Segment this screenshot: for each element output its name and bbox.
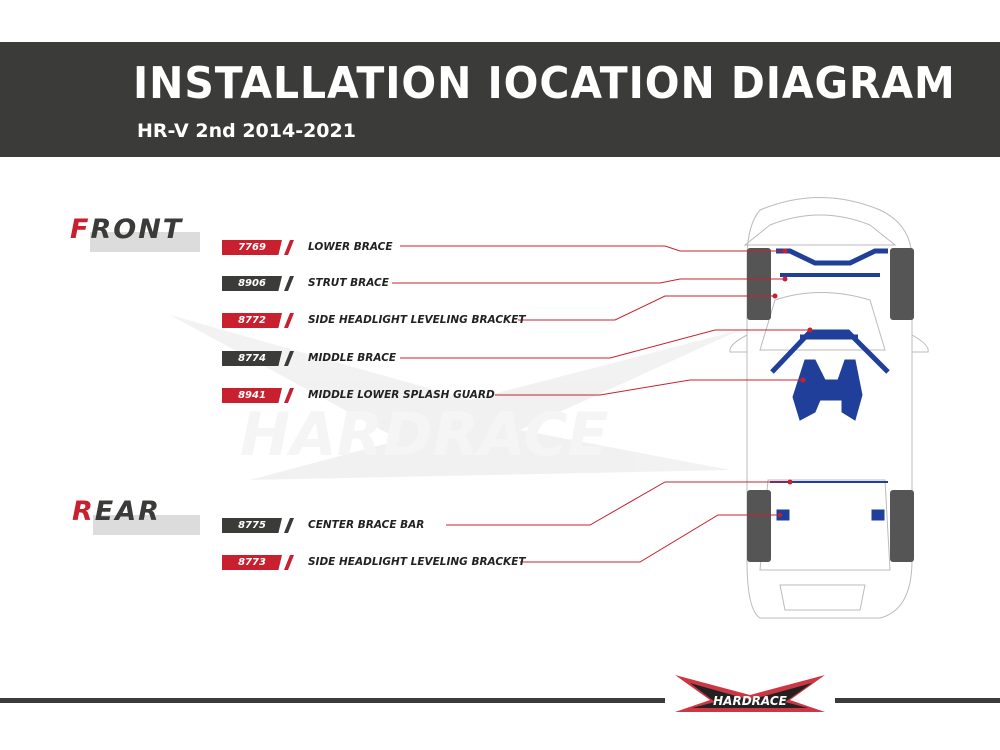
footer-line-left — [0, 698, 665, 703]
part-label: MIDDLE BRACE — [308, 352, 397, 364]
lower-brace-part — [776, 248, 888, 266]
part-code-badge: 8775 — [222, 518, 282, 533]
part-label: SIDE HEADLIGHT LEVELING BRACKET — [308, 314, 526, 326]
part-label: SIDE HEADLIGHT LEVELING BRACKET — [308, 556, 526, 568]
splash-guard-part — [792, 359, 863, 421]
page-title: INSTALLATION IOCATION DIAGRAM — [133, 58, 956, 109]
vehicle-subtitle: HR-V 2nd 2014-2021 — [137, 120, 356, 142]
wheel-rear-left — [747, 490, 771, 562]
rear-heading: REAR — [72, 496, 161, 527]
front-heading: FRONT — [70, 214, 184, 245]
part-code-badge: 8773 — [222, 555, 282, 570]
part-code-badge: 8906 — [222, 276, 282, 291]
footer-line-right — [835, 698, 1000, 703]
part-code-badge: 8772 — [222, 313, 282, 328]
wheel-front-left — [747, 248, 771, 320]
svg-text:HARDRACE: HARDRACE — [240, 400, 608, 470]
slash-icon — [284, 555, 294, 570]
slash-icon — [284, 276, 294, 291]
slash-icon — [284, 313, 294, 328]
slash-icon — [284, 388, 294, 403]
rear-heading-bg — [93, 515, 200, 535]
rear-bracket-right — [871, 509, 885, 521]
callout-dots — [772, 248, 813, 517]
part-code-badge: 8774 — [222, 351, 282, 366]
part-label: STRUT BRACE — [308, 277, 389, 289]
wheel-front-right — [890, 248, 914, 320]
part-label: MIDDLE LOWER SPLASH GUARD — [308, 389, 495, 401]
wheels — [747, 248, 914, 562]
parts-illustration — [770, 248, 890, 521]
part-label: LOWER BRACE — [308, 241, 393, 253]
slash-icon — [284, 518, 294, 533]
part-label: CENTER BRACE BAR — [308, 519, 425, 531]
header-banner — [0, 42, 1000, 157]
watermark-logo: HARDRACE — [170, 315, 740, 480]
part-code-badge: 8941 — [222, 388, 282, 403]
slash-icon — [284, 351, 294, 366]
part-code-badge: 7769 — [222, 240, 282, 255]
wheel-rear-right — [890, 490, 914, 562]
front-heading-bg — [90, 232, 200, 252]
middle-brace-part — [770, 329, 890, 374]
slash-icon — [284, 240, 294, 255]
leader-lines — [392, 245, 810, 563]
